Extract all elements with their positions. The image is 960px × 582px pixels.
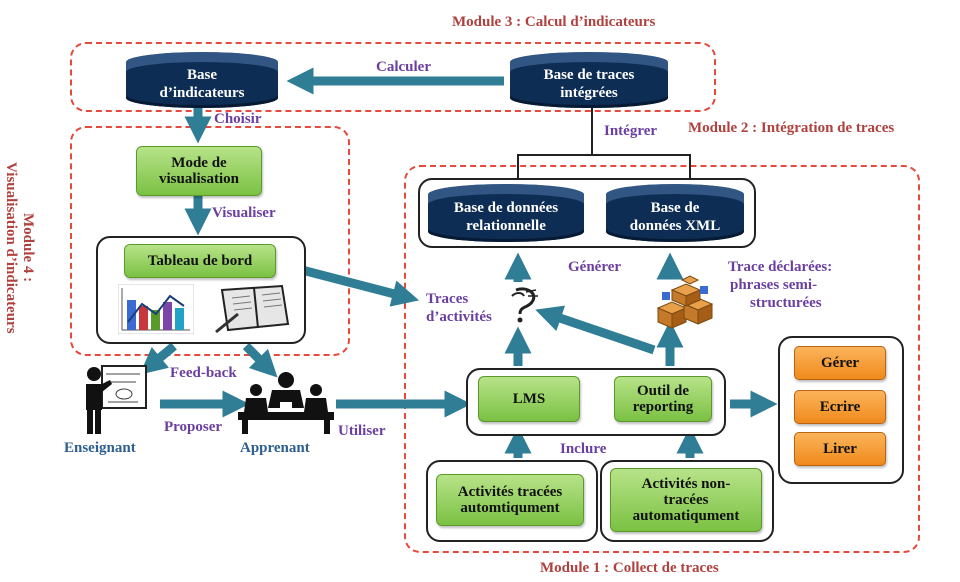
lirer-box: Lirer: [794, 432, 886, 466]
cubes-icon: [656, 275, 714, 329]
arrow-reporting-traces: [535, 305, 656, 355]
module-4-title-line2: Visualisation d’indicateurs: [3, 162, 19, 334]
calculer-label: Calculer: [376, 59, 431, 75]
open-book-icon: [215, 284, 290, 334]
arrow-feedback-apprenant: [242, 342, 278, 378]
activites-auto-box: Activités tracées automtiqument: [436, 474, 584, 526]
gerer-box: Gérer: [794, 346, 886, 380]
base-traces-line2: intégrées: [560, 85, 618, 101]
activites-non-auto-line1: Activités non-: [641, 476, 731, 492]
arrow-feedback-enseignant: [139, 342, 177, 375]
ecrire-box: Ecrire: [794, 390, 886, 424]
module-1-title: Module 1 : Collect de traces: [540, 560, 719, 576]
base-relationnelle-line1: Base de données: [453, 200, 559, 216]
trace-declarees-line3: structurées: [750, 295, 822, 311]
base-traces-integrees-db: Base de traces intégrées: [510, 52, 668, 108]
generer-label: Générer: [568, 259, 622, 275]
mode-visualisation-line1: Mode de: [171, 155, 227, 171]
mode-visualisation-line2: visualisation: [158, 171, 240, 187]
base-xml-db: Base de données XML: [606, 184, 744, 242]
integrer-label: Intégrer: [604, 123, 658, 139]
utiliser-label: Utiliser: [338, 423, 386, 439]
visualiser-label: Visualiser: [212, 205, 276, 221]
arrow-tableau-traces: [300, 265, 420, 307]
proposer-label: Proposer: [164, 419, 223, 435]
module-2-title: Module 2 : Intégration de traces: [688, 120, 895, 136]
base-indicateurs-db: Base d’indicateurs: [126, 52, 278, 108]
trace-declarees-label: Trace déclarées: phrases semi- structuré…: [728, 258, 832, 312]
base-indicateurs-line2: d’indicateurs: [159, 85, 245, 101]
module-4-title-line1: Module 4 :: [20, 213, 36, 283]
activites-auto-line1: Activités tracées: [457, 484, 563, 500]
outil-reporting-line1: Outil de: [636, 383, 690, 399]
base-traces-line1: Base de traces: [543, 67, 635, 83]
outil-reporting-box: Outil de reporting: [614, 376, 712, 422]
lms-box: LMS: [478, 376, 580, 422]
module-3-region: [70, 42, 716, 112]
activites-non-auto-line3: automatiqument: [632, 508, 740, 524]
teacher-icon: [86, 365, 147, 434]
choisir-label: Choisir: [214, 111, 262, 127]
speech-bubble-icon: [511, 287, 538, 323]
base-relationnelle-db: Base de données relationnelle: [428, 184, 584, 242]
enseignant-label: Enseignant: [64, 440, 136, 456]
trace-declarees-line2: phrases semi-: [730, 277, 818, 293]
base-xml-line2: données XML: [629, 218, 721, 234]
mode-visualisation-box: Mode de visualisation: [136, 146, 262, 196]
feed-back-label: Feed-back: [170, 365, 237, 381]
module-3-title: Module 3 : Calcul d’indicateurs: [452, 14, 656, 30]
base-relationnelle-line2: relationnelle: [466, 218, 546, 234]
traces-activites-label: Traces d’activités: [426, 290, 492, 326]
tableau-de-bord-box: Tableau de bord: [124, 244, 276, 278]
base-indicateurs-line1: Base: [186, 67, 217, 83]
traces-activites-line2: d’activités: [426, 309, 492, 325]
trace-declarees-line1: Trace déclarées:: [728, 259, 833, 275]
integrer-bracket: [517, 104, 691, 178]
activites-non-auto-line2: tracées: [663, 492, 709, 508]
bar-chart-icon: [118, 284, 194, 334]
base-xml-line1: Base de: [650, 200, 700, 216]
apprenant-label: Apprenant: [240, 440, 310, 456]
activites-auto-line2: automtiqument: [460, 500, 560, 516]
traces-activites-line1: Traces: [426, 291, 469, 307]
module-4-title: Module 4 : Visualisation d’indicateurs: [2, 128, 36, 368]
students-icon: [238, 372, 334, 434]
module-1-2-region: [404, 165, 920, 553]
activites-non-auto-box: Activités non- tracées automatiqument: [610, 468, 762, 532]
outil-reporting-line2: reporting: [632, 399, 694, 415]
inclure-label: Inclure: [560, 441, 607, 457]
